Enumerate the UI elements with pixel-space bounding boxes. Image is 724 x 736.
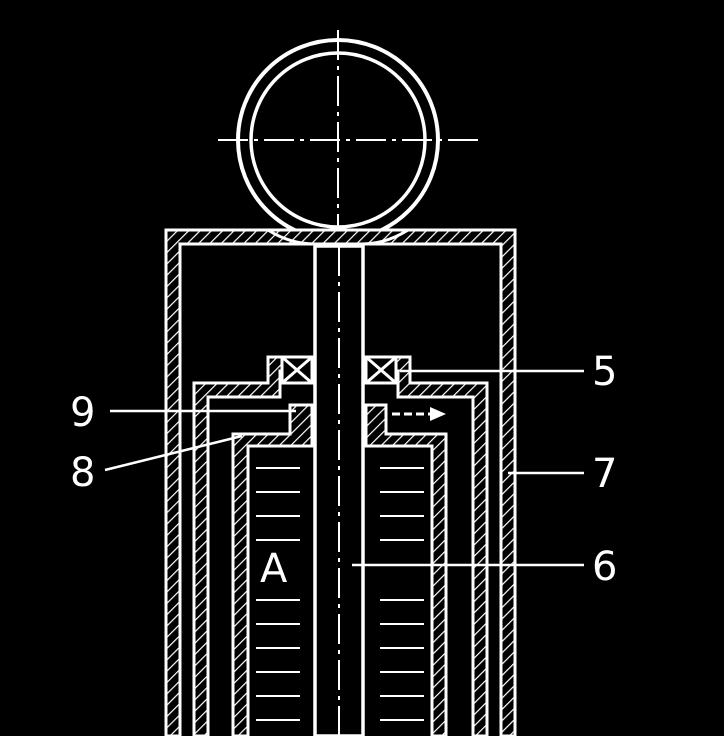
seal-left — [280, 355, 314, 385]
leader-lines — [104, 369, 584, 567]
fluid-left — [256, 467, 300, 721]
flow-arrow — [392, 407, 446, 421]
inner-cylinder — [231, 403, 448, 736]
label-chamber-a: A — [260, 546, 288, 592]
label-5: 5 — [592, 349, 617, 395]
piston-rod — [313, 244, 365, 736]
label-8: 8 — [70, 450, 95, 496]
fluid-right — [380, 467, 424, 721]
label-6: 6 — [592, 544, 617, 590]
outer-tube — [164, 228, 517, 736]
label-9: 9 — [70, 390, 95, 436]
label-7: 7 — [592, 451, 617, 497]
eye-centerlines — [218, 30, 482, 252]
seal-right — [364, 355, 398, 385]
eye-weld — [267, 228, 409, 248]
